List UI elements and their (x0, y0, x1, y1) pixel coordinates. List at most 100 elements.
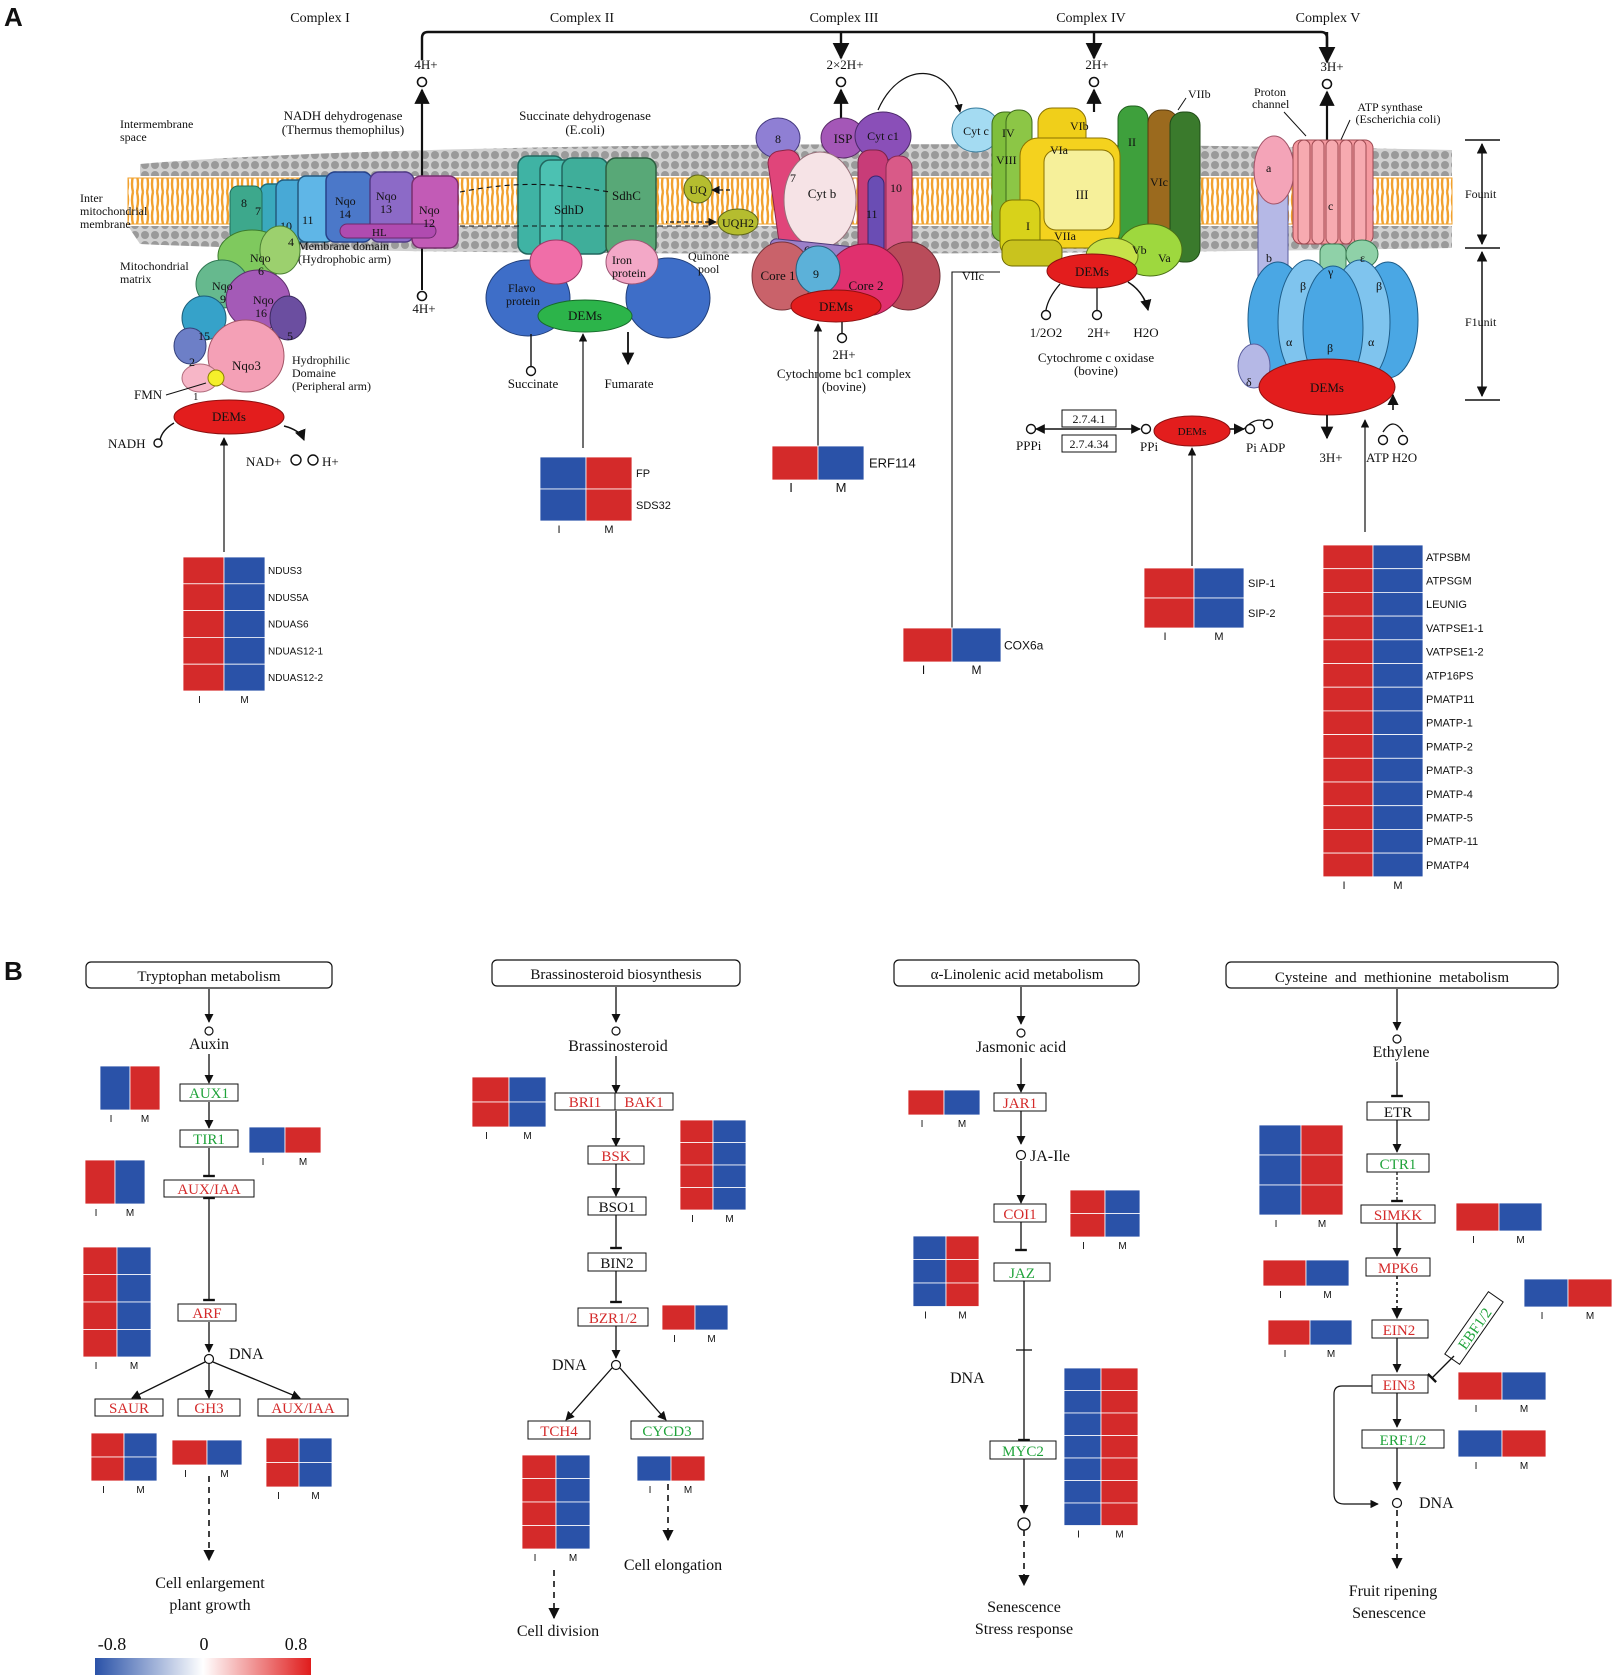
heatmap-cell (943, 1089, 981, 1116)
heatmap-cell (1322, 663, 1374, 688)
heatmap-col-i: I (673, 1334, 676, 1345)
ala-jar1: JAR1 (1003, 1096, 1037, 1112)
heatmap-cell (471, 1101, 510, 1128)
trp-aux1: AUX1 (189, 1086, 229, 1102)
c1-nadh: NADH (108, 436, 146, 451)
c4-ii: II (1128, 135, 1136, 149)
heatmap-col-m: M (523, 1131, 531, 1142)
heatmap-cell (116, 1274, 152, 1303)
heatmap-col-i: I (102, 1485, 105, 1496)
heatmap-col-i: I (277, 1491, 280, 1502)
heatmap-gene-label: PMATP-1 (1426, 718, 1473, 730)
br-bak1: BAK1 (624, 1095, 663, 1111)
heatmap-cell (1372, 734, 1424, 759)
heatmap-gene-label: NDUAS6 (268, 620, 309, 631)
br-bso1: BSO1 (599, 1200, 636, 1216)
c5-ppi-dems-label: DEMs (1178, 426, 1207, 438)
heatmap-gene-label: FP (636, 468, 650, 480)
heatmap-cell (1063, 1435, 1102, 1459)
heatmap-gene-label: PMATP-2 (1426, 741, 1473, 753)
complex-v-title: Complex V (1296, 11, 1361, 26)
heatmap-gene-label: NDUS5A (268, 593, 309, 604)
heatmap-col-i: I (262, 1157, 265, 1168)
c3-dems (790, 289, 882, 323)
complex-i: 4H+ 4H+ NADH dehydrogenase(Thermus themo… (108, 57, 459, 552)
heatmap-gene-label: PMATP-11 (1426, 836, 1478, 848)
heatmap-col-i: I (1342, 880, 1345, 892)
c2-uqh2: UQH2 (722, 216, 754, 230)
c1-nadh-link (159, 422, 175, 441)
heatmap-col-m: M (604, 524, 613, 536)
heatmap-col-m: M (725, 1214, 733, 1225)
br-bsk: BSK (601, 1149, 630, 1165)
c3-sub-11: 11 (866, 207, 878, 221)
br-bri1: BRI1 (569, 1095, 602, 1111)
heatmap-cell (1258, 1124, 1302, 1156)
c5-delta: δ (1246, 375, 1252, 389)
heatmap-cell (1457, 1429, 1503, 1458)
heatmap-col-i: I (1275, 1219, 1278, 1230)
heatmap-cell (1300, 1154, 1344, 1186)
c2-uq: UQ (689, 183, 707, 197)
heatmap-cell (1069, 1189, 1106, 1214)
heatmap-cell (116, 1301, 152, 1330)
heatmap-cell (223, 556, 266, 585)
heatmap-col-i: I (691, 1214, 694, 1225)
heatmap-cell (585, 456, 633, 490)
heatmap-col-m: M (1586, 1311, 1594, 1322)
c1-membrane-domain: Membrane domain(Hydrophobic arm) (298, 239, 391, 266)
c4-viia: VIIa (1054, 229, 1077, 243)
heatmap-cell (114, 1159, 146, 1205)
pathway-brassinosteroid: Brassinosteroid biosynthesis Brassinoste… (491, 959, 741, 1640)
heatmap-col-m: M (569, 1553, 577, 1564)
heatmap-cell (1104, 1213, 1141, 1238)
heatmap-cell (1372, 568, 1424, 593)
heatmap-cell (555, 1478, 591, 1503)
c5-dems-label: DEMs (1310, 380, 1344, 395)
c3-title: Cytochrome bc1 complex(bovine) (777, 366, 912, 394)
heatmap-col-m: M (130, 1361, 138, 1372)
heatmap-gene-label: NDUAS12-2 (268, 673, 323, 684)
heatmap-col-i: I (1284, 1349, 1287, 1360)
heatmap-cell (1322, 781, 1374, 807)
c1-proton-bottom: 4H+ (412, 301, 435, 316)
ala-jaile: JA-Ile (1030, 1148, 1070, 1165)
heatmap-gene-label: COX6a (1004, 638, 1044, 652)
heatmap-col-m: M (1118, 1241, 1126, 1252)
heatmap-cell (555, 1501, 591, 1526)
heatmap-cell (1372, 852, 1424, 878)
c4-cytc: Cyt c (963, 124, 989, 138)
c2-fumarate: Fumarate (604, 376, 653, 391)
ala-hormone: Jasmonic acid (976, 1039, 1066, 1056)
heatmap-cell (1063, 1412, 1102, 1436)
heatmap-col-i: I (198, 695, 201, 706)
heatmap-cell (670, 1455, 706, 1482)
heatmap-cell (1567, 1278, 1613, 1308)
heatmap-cell (817, 445, 865, 481)
heatmap-cell (912, 1282, 947, 1307)
heatmap-gene-label: ERF114 (869, 456, 916, 471)
c3-dems-label: DEMs (819, 299, 853, 314)
heatmap-col-i: I (485, 1131, 488, 1142)
heatmap-cell (539, 456, 587, 490)
heatmap-cell (694, 1304, 729, 1331)
heatmap-cell (1063, 1457, 1102, 1481)
heatmap-cell (1104, 1189, 1141, 1214)
c3-sub-10: 10 (890, 181, 902, 195)
panel-a-label: A (4, 2, 23, 32)
heatmap-col-i: I (1475, 1461, 1478, 1472)
complex-iv-title: Complex IV (1056, 11, 1126, 26)
c1-proton-top: 4H+ (414, 57, 437, 72)
trp-title: Tryptophan metabolism (137, 969, 281, 985)
c5-a: a (1266, 161, 1272, 175)
c4-viii: VIII (996, 153, 1017, 167)
c4-iv: IV (1002, 126, 1015, 140)
